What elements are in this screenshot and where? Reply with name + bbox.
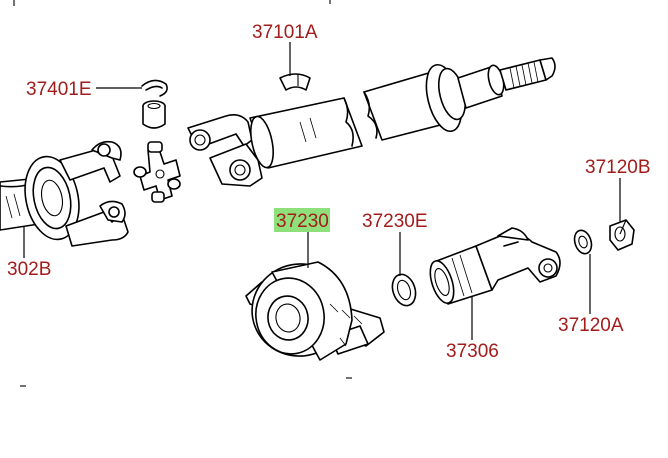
washer-37230E[interactable] <box>389 271 420 308</box>
clip-37101A[interactable] <box>279 73 311 91</box>
label-302B[interactable]: 302B <box>7 259 51 280</box>
center-support-bearing-37230[interactable] <box>245 256 385 363</box>
washer-37120A[interactable] <box>572 228 595 256</box>
bearing-cup[interactable] <box>142 100 166 129</box>
propeller-shaft-front[interactable] <box>0 140 129 247</box>
rear-shaft-tube[interactable] <box>363 57 556 141</box>
label-37230E[interactable]: 37230E <box>362 211 428 232</box>
label-37101A[interactable]: 37101A <box>252 22 318 43</box>
detail-marks <box>20 377 352 387</box>
label-37120A[interactable]: 37120A <box>558 315 624 336</box>
snap-ring-37401E[interactable] <box>141 79 168 97</box>
leader-lines <box>23 42 621 340</box>
label-highlight <box>274 208 330 232</box>
nut-37120B[interactable] <box>609 219 635 251</box>
universal-joint-spider[interactable] <box>133 141 181 203</box>
intermediate-shaft[interactable] <box>187 97 363 187</box>
label-37401E[interactable]: 37401E <box>26 79 92 100</box>
flange-yoke-37306[interactable] <box>426 227 561 306</box>
label-37306[interactable]: 37306 <box>446 341 499 362</box>
frame-marks <box>13 0 331 6</box>
label-37120B[interactable]: 37120B <box>585 157 651 178</box>
label-37230[interactable]: 37230 <box>276 211 329 232</box>
